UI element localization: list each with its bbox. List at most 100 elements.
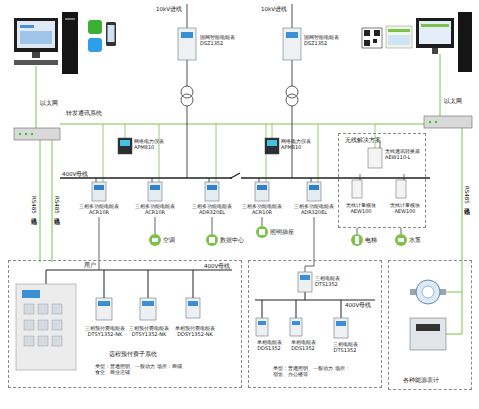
prepay-meter bbox=[186, 298, 200, 318]
feeder-wire bbox=[187, 4, 292, 178]
energy-meter bbox=[290, 318, 302, 336]
wire-label: RS485通讯线 bbox=[54, 196, 60, 214]
cabinet-meter bbox=[52, 304, 62, 314]
status-light bbox=[429, 121, 431, 123]
energy-meter bbox=[256, 318, 268, 336]
meter-display bbox=[416, 324, 440, 331]
cabinet-meter bbox=[38, 336, 48, 346]
annotation-label: 以太网 bbox=[40, 100, 58, 106]
app-icon bbox=[88, 38, 102, 52]
meter-box: 国网智能电能表 DSZ1352 bbox=[304, 34, 346, 50]
wire-label: RS485通讯线 bbox=[464, 186, 470, 204]
transformer-coil bbox=[181, 94, 193, 106]
cabinet-meter bbox=[38, 320, 48, 330]
cabinet-meter bbox=[52, 336, 62, 346]
load-icon bbox=[256, 226, 268, 238]
rs485-wire bbox=[40, 128, 462, 334]
energy-meter bbox=[92, 182, 106, 201]
ethernet-wire bbox=[440, 54, 441, 116]
device-label: 国网智能电能表 DSZ1352 bbox=[200, 34, 242, 46]
device-label: 无线计量模块 AEW100 bbox=[341, 202, 381, 214]
energy-meter bbox=[205, 182, 219, 201]
monitor-screen bbox=[419, 21, 451, 44]
annotation-label: 10kV进线 bbox=[156, 6, 182, 12]
group-box: 各种能源表计 bbox=[388, 260, 472, 390]
meter-screen bbox=[150, 185, 160, 190]
gas-meter bbox=[410, 318, 446, 350]
load-icon bbox=[149, 234, 161, 246]
meter-screen bbox=[94, 185, 104, 190]
meter-screen bbox=[120, 140, 130, 146]
energy-meter bbox=[148, 182, 162, 201]
meter-screen bbox=[188, 301, 198, 306]
meter-screen bbox=[257, 185, 267, 190]
meter-box: 国网智能电能表 DSZ1352 bbox=[200, 34, 242, 50]
icon-glyph bbox=[398, 238, 404, 242]
transformer-coil bbox=[286, 94, 298, 106]
device-label: 三相预付费电能表 DTSY1352-NK bbox=[127, 325, 171, 337]
meter-box: 三相多功能电能表 ADR320EL bbox=[293, 203, 335, 217]
meter-box: 三相多功能电能表 ACR10R bbox=[77, 203, 121, 217]
meter-screen bbox=[207, 185, 217, 190]
device-label: 三相多功能电能表 ADR320EL bbox=[190, 203, 234, 215]
cabinet-meter bbox=[38, 304, 48, 314]
meter-box: 三相多功能电能表 ACR10R bbox=[241, 203, 283, 217]
pc-tower bbox=[458, 12, 472, 72]
cabinet-screen bbox=[22, 290, 40, 298]
meter-screen bbox=[258, 321, 266, 325]
meter-screen bbox=[300, 275, 310, 280]
cabinet-meter bbox=[24, 336, 34, 346]
load-icon bbox=[395, 234, 407, 246]
monitor-stand bbox=[432, 48, 438, 54]
device-label: 三相多功能电能表 ACR10R bbox=[241, 203, 283, 215]
device-label: 三相预付费电能表 DTSY1352-NK bbox=[83, 325, 127, 337]
meter-box: 单相电能表 DDS1352 bbox=[251, 339, 287, 353]
meter-screen bbox=[98, 301, 110, 306]
grid-meter bbox=[178, 28, 196, 60]
load-icon bbox=[206, 234, 218, 246]
annotation-label: 电梯 bbox=[365, 237, 377, 243]
pc-tower bbox=[62, 12, 78, 74]
meter-screen bbox=[267, 140, 277, 146]
icon-glyph bbox=[259, 229, 265, 235]
device-label: 无线通讯转换器 AEW110-L bbox=[385, 148, 425, 160]
annotation-label: 空调 bbox=[163, 237, 175, 243]
energy-meter bbox=[298, 272, 312, 292]
meter-box: 三相预付费电能表 DTSY1352-NK bbox=[83, 325, 127, 339]
cabinet-meter bbox=[24, 320, 34, 330]
qr-mark bbox=[364, 40, 370, 46]
meter-box: 网络电力仪表 APM810 bbox=[134, 138, 174, 152]
screen-bar bbox=[388, 29, 410, 32]
annotation-label: 10kV进线 bbox=[261, 6, 287, 12]
device-label: 单相预付费电能表 DDSY1352-NK bbox=[173, 325, 217, 337]
prepay-cabinet bbox=[16, 284, 76, 370]
group-box: 无线通讯转换器 AEW110-L无线计量模块 AEW100无线计量模块 AEW1… bbox=[338, 133, 426, 228]
water-meter bbox=[416, 280, 440, 304]
wireless-module bbox=[352, 180, 362, 198]
wireless-module bbox=[396, 180, 406, 198]
device-label: 三相多功能电能表 ACR10R bbox=[77, 203, 121, 215]
meter-screen bbox=[142, 301, 154, 306]
device-label: 三相电能表 DTS1352 bbox=[315, 275, 355, 287]
annotation-label: 400V母线 bbox=[345, 302, 371, 308]
status-light bbox=[435, 121, 437, 123]
box-heading: 远程预付费子系统 bbox=[109, 351, 189, 358]
phone bbox=[106, 22, 116, 46]
phone-screen bbox=[108, 25, 115, 42]
power-meter bbox=[265, 138, 279, 154]
screen-bar bbox=[421, 24, 449, 27]
annotation-label: 以太网 bbox=[444, 98, 462, 104]
network-switch bbox=[14, 128, 60, 140]
antenna bbox=[360, 141, 404, 180]
icon-glyph bbox=[209, 237, 215, 243]
device-label: 三相多功能电能表 ADR320EL bbox=[293, 203, 335, 215]
keyboard bbox=[14, 60, 58, 65]
drive-slot bbox=[65, 18, 75, 20]
meter-box: 单相预付费电能表 DDSY1352-NK bbox=[173, 325, 217, 339]
icon-glyph bbox=[355, 236, 359, 244]
meter-box: 网络电力仪表 APM810 bbox=[281, 138, 321, 152]
meter-box: 三相多功能电能表 ACR10R bbox=[133, 203, 177, 217]
device-label: 单相电能表 DDS1352 bbox=[251, 339, 287, 351]
monitor bbox=[416, 18, 454, 48]
wechat-icon bbox=[88, 20, 102, 34]
